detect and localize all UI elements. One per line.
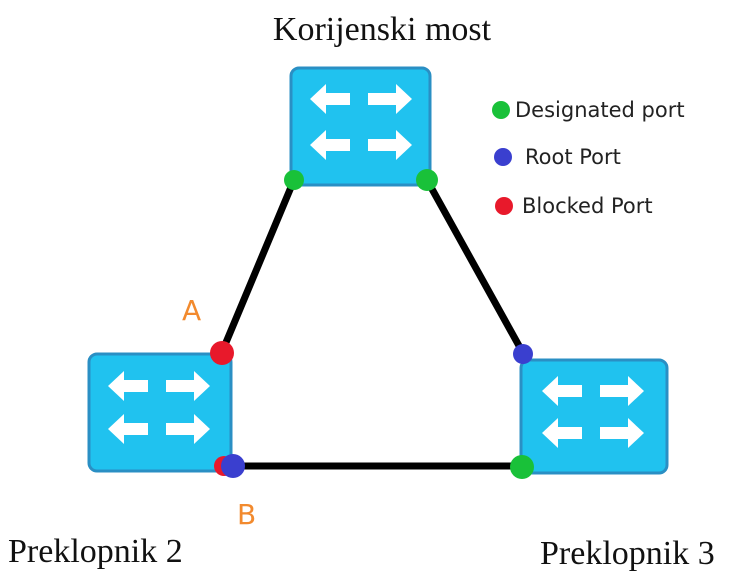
switch-3-label: Preklopnik 3 xyxy=(540,535,715,572)
switch-arrows-icon xyxy=(542,376,644,448)
link-root-left xyxy=(218,176,298,356)
switch-arrows-icon xyxy=(310,84,412,160)
link-root-right xyxy=(423,176,527,357)
switch-2[interactable] xyxy=(87,352,233,473)
port-a-blocked xyxy=(210,341,234,365)
port-switch3-root xyxy=(513,344,533,364)
legend-blocked-label: Blocked Port xyxy=(522,194,653,218)
legend-designated-label: Designated port xyxy=(515,98,685,122)
port-root-right-designated xyxy=(416,169,438,191)
legend-root-dot xyxy=(494,148,512,166)
switch-2-label: Preklopnik 2 xyxy=(8,533,183,570)
port-b-label: B xyxy=(237,498,256,531)
switch-arrows-icon xyxy=(108,371,210,444)
legend-root-label: Root Port xyxy=(525,145,621,169)
legend: Designated port Root Port Blocked Port xyxy=(492,98,685,218)
port-a-label: A xyxy=(182,294,201,327)
legend-designated-dot xyxy=(492,101,510,119)
port-b-root xyxy=(221,454,245,478)
port-switch3-designated xyxy=(510,455,534,479)
switch-3[interactable] xyxy=(519,358,669,475)
root-switch-label: Korijenski most xyxy=(273,11,492,48)
port-root-left-designated xyxy=(284,170,304,190)
root-switch[interactable] xyxy=(289,66,432,187)
legend-blocked-dot xyxy=(495,197,513,215)
